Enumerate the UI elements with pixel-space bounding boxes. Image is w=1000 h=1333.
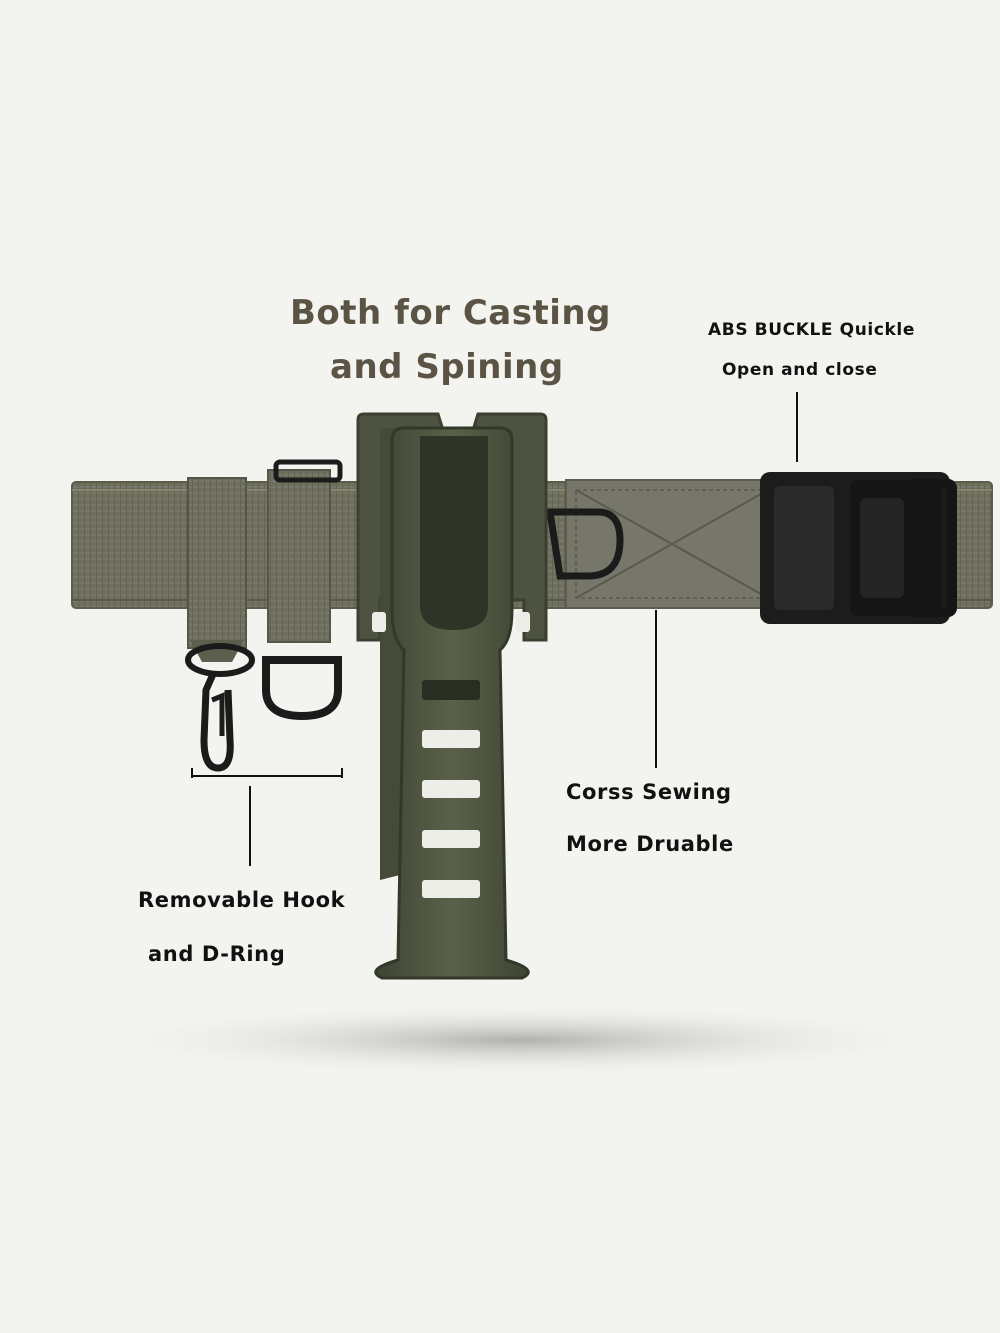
headline-line-2: and Spining — [330, 347, 564, 387]
hook-callout-line-1: Removable Hook — [138, 888, 346, 912]
hook-strap — [185, 477, 255, 772]
floor-shadow — [80, 1002, 960, 1078]
buckle-callout-line-2: Open and close — [722, 360, 878, 380]
rod-holder — [356, 412, 548, 980]
hook-callout-line-2: and D-Ring — [148, 942, 286, 966]
cross-sewing-patch — [545, 479, 779, 609]
abs-buckle — [760, 472, 957, 624]
sewing-callout-line-2: More Druable — [566, 832, 734, 856]
sewing-callout-line-1: Corss Sewing — [566, 780, 732, 804]
buckle-callout-line-1: ABS BUCKLE Quickle — [708, 320, 915, 340]
headline-line-1: Both for Casting — [290, 293, 611, 333]
hook-callout-bracket — [191, 768, 343, 866]
d-ring-strap — [262, 459, 343, 721]
